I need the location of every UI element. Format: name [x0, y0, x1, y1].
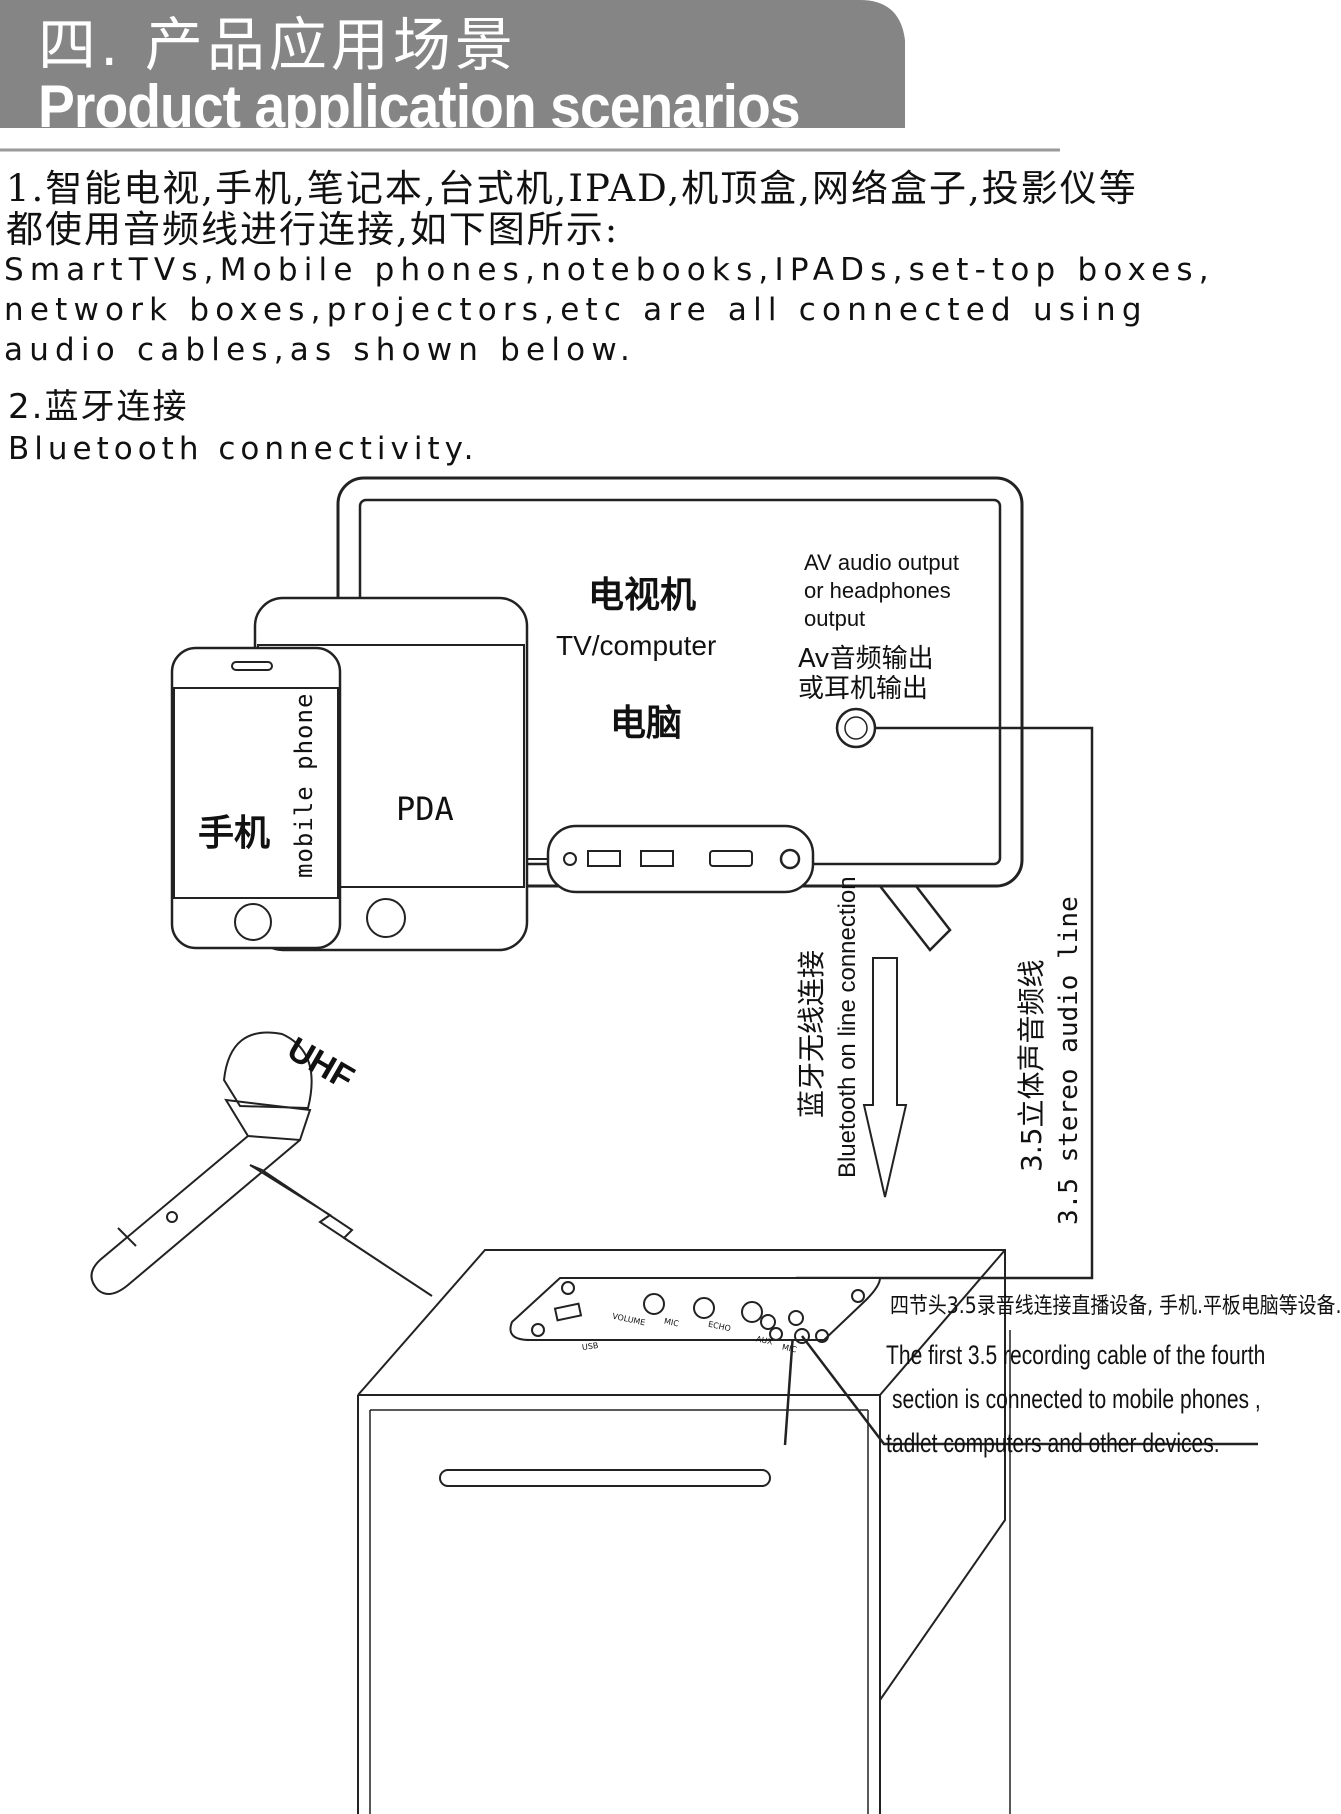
bluetooth-heading: 2.蓝牙连接 Bluetooth connectivity.	[0, 385, 478, 469]
note-en-2: section is connected to mobile phones ,	[892, 1384, 1261, 1414]
diagram-drawing	[90, 476, 1258, 1814]
cable-label-cn: 3.5立体声音频线	[1015, 959, 1048, 1172]
set-top-box-illustration	[528, 824, 815, 894]
intro-text: 1.智能电视,手机,笔记本,台式机,IPAD,机顶盒,网络盒子,投影仪等 都使用…	[0, 168, 1280, 370]
bluetooth-arrow	[862, 957, 908, 1198]
item2-cn: 2.蓝牙连接	[8, 387, 189, 427]
item1-en-line3: audio cables,as shown below.	[4, 332, 637, 368]
tv-label-cn: 电视机	[588, 575, 697, 616]
item1-en-line2: network boxes,projectors,etc are all con…	[4, 292, 1148, 328]
microphone-illustration	[90, 1031, 313, 1295]
item1-cn-line2: 都使用音频线进行连接,如下图所示:	[6, 208, 620, 251]
phone-label-en: mobile phone	[290, 692, 318, 878]
cable-label-en: 3.5 stereo audio line	[1054, 896, 1084, 1225]
speaker-illustration	[357, 1249, 1006, 1814]
note-en-1: The first 3.5 recording cable of the fou…	[886, 1340, 1266, 1370]
bluetooth-label-en: Bluetooth on line connection	[834, 876, 861, 1178]
pc-label-cn: 电脑	[610, 703, 683, 744]
uhf-signal	[249, 1164, 433, 1297]
av-out-cn-2: 或耳机输出	[798, 674, 929, 704]
av-out-en-2: or headphones	[804, 578, 951, 603]
section-title-cn: 四. 产品应用场景	[38, 11, 517, 79]
header-band	[0, 0, 1060, 152]
item1-en-line1: SmartTVs,Mobile phones,notebooks,IPADs,s…	[4, 252, 1215, 288]
phone-label-cn: 手机	[198, 813, 271, 854]
recording-cable	[801, 1335, 1258, 1446]
phone-illustration	[170, 646, 342, 950]
av-out-en-1: AV audio output	[804, 550, 959, 575]
tv-label-en: TV/computer	[556, 630, 717, 661]
note-en-3: tadlet computers and other devices.	[886, 1428, 1220, 1458]
connection-diagram: 电视机 TV/computer 电脑 AV audio output or he…	[0, 460, 1341, 1814]
section-title-en: Product application scenarios	[38, 73, 801, 140]
item2-en: Bluetooth connectivity.	[8, 431, 479, 467]
av-out-en-3: output	[804, 606, 866, 631]
bluetooth-label-cn: 蓝牙无线连接	[795, 949, 828, 1118]
item1-cn-line1: 1.智能电视,手机,笔记本,台式机,IPAD,机顶盒,网络盒子,投影仪等	[6, 167, 1138, 210]
section-header: 四. 产品应用场景 Product application scenarios	[0, 0, 1280, 160]
note-cn: 四节头3.5录音线连接直播设备, 手机.平板电脑等设备.	[890, 1294, 1341, 1319]
av-out-cn-1: Av音频输出	[798, 644, 934, 674]
pda-label: PDA	[396, 790, 454, 828]
